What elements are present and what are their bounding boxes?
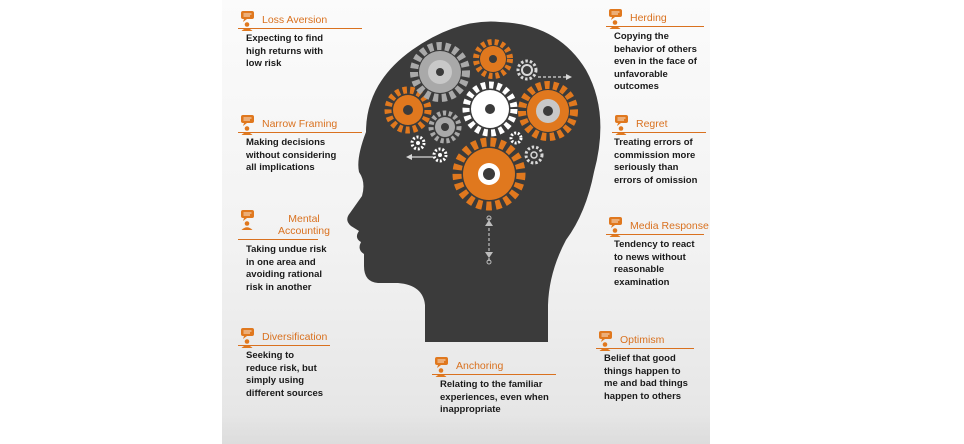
person-speech-icon — [608, 9, 623, 29]
bias-description: Relating to the familiar experiences, ev… — [440, 379, 549, 415]
bias-optimism: Optimism Belief that good things happen … — [596, 331, 700, 403]
bias-title: Optimism — [620, 334, 665, 346]
person-speech-icon — [240, 115, 255, 135]
person-speech-icon — [240, 328, 255, 348]
bias-media-response: Media Response Tendency to react to news… — [606, 217, 730, 289]
person-speech-icon — [608, 217, 623, 237]
bias-herding: Herding Copying the behavior of others e… — [606, 9, 710, 94]
bias-narrow-framing: Narrow Framing Making decisions without … — [238, 115, 372, 175]
bias-description: Taking undue risk in one area and avoidi… — [246, 244, 327, 293]
bias-description: Belief that good things happen to me and… — [604, 353, 688, 402]
person-speech-icon — [240, 11, 255, 31]
bias-title: Herding — [630, 12, 667, 24]
gears-icon — [384, 39, 578, 265]
bias-title: Diversification — [262, 331, 328, 343]
bias-description: Copying the behavior of others even in t… — [614, 31, 697, 92]
bias-description: Seeking to reduce risk, but simply using… — [246, 350, 324, 399]
bias-loss-aversion: Loss Aversion Expecting to find high ret… — [238, 11, 362, 71]
person-speech-icon — [614, 115, 629, 135]
person-speech-icon — [598, 331, 613, 351]
bias-title: Media Response — [630, 220, 709, 232]
bias-regret: Regret Treating errors of commission mor… — [612, 115, 716, 187]
bias-description: Expecting to find high returns with low … — [246, 33, 324, 69]
bias-description: Treating errors of commission more serio… — [614, 137, 698, 186]
bias-mental-accounting: Mental Accounting Taking undue risk in o… — [238, 210, 346, 294]
bias-title: Anchoring — [456, 360, 504, 372]
person-speech-icon — [434, 357, 449, 377]
person-speech-icon — [240, 210, 255, 230]
bias-description: Tendency to react to news without reason… — [614, 239, 695, 288]
bias-description: Making decisions without considering all… — [246, 137, 337, 173]
bias-title: Loss Aversion — [262, 14, 328, 26]
bias-title: Regret — [636, 118, 668, 130]
bias-diversification: Diversification Seeking to reduce risk, … — [238, 328, 362, 400]
bias-anchoring: Anchoring Relating to the familiar exper… — [432, 357, 556, 417]
bias-title: Mental Accounting — [278, 213, 330, 237]
bias-title: Narrow Framing — [262, 118, 338, 130]
